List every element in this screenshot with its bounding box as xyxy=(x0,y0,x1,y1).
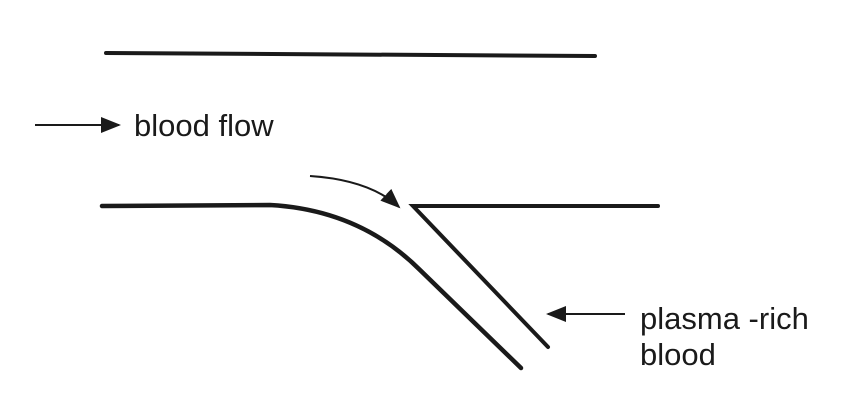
vessel-upper-wall xyxy=(104,51,597,58)
blood-flow-label: blood flow xyxy=(134,108,274,143)
vessel-lower-wall-curved xyxy=(99,202,524,371)
branch-wall xyxy=(408,204,660,349)
plasma-rich-label-line2: blood xyxy=(640,337,716,372)
diversion-curved-arrow xyxy=(309,175,401,209)
plasma-rich-label: plasma -rich xyxy=(640,301,809,336)
